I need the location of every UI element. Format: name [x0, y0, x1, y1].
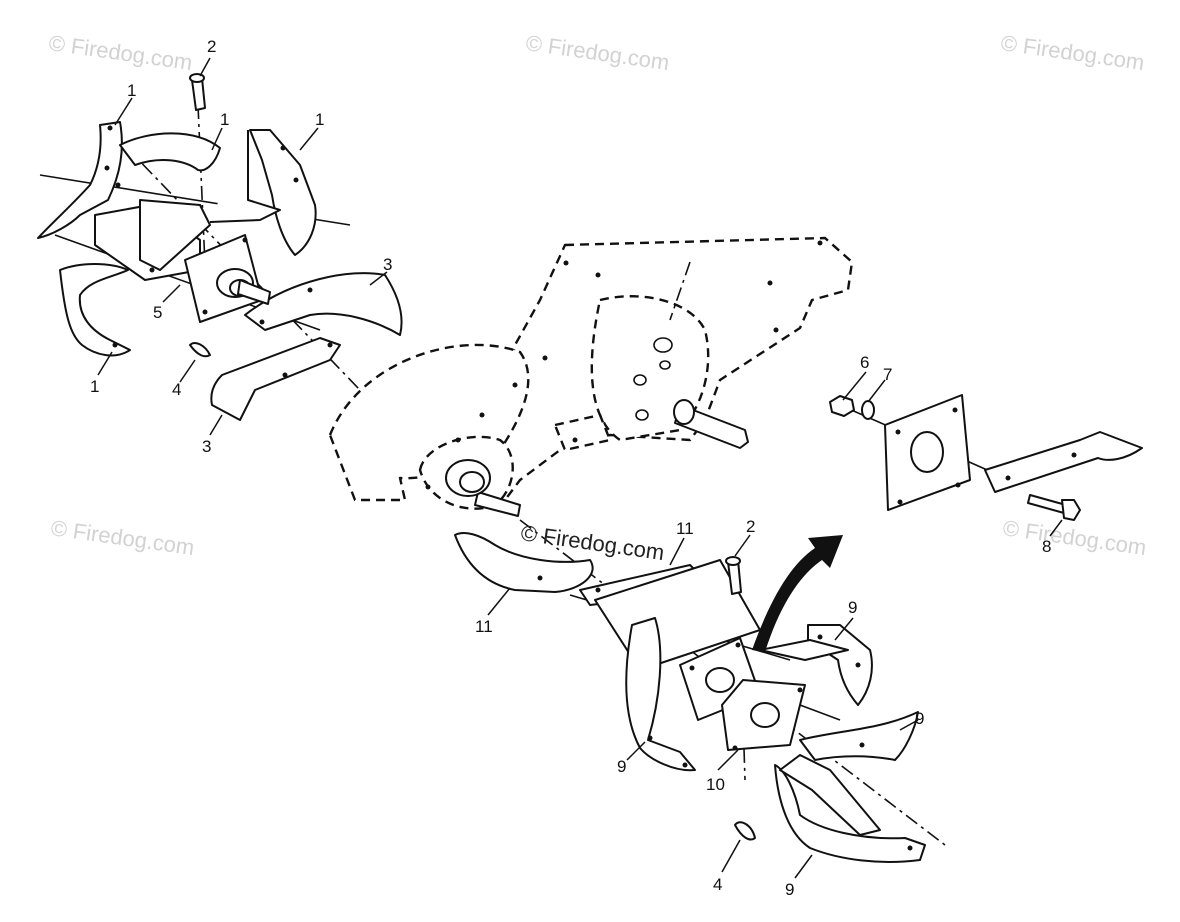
- callout-4-left: 4: [172, 380, 181, 399]
- lower-tine-9-bottom: [774, 764, 926, 863]
- watermark-mid-right: © Firedog.com: [1001, 515, 1148, 560]
- lock-washer: [861, 400, 875, 420]
- rotation-arrow-icon: [752, 535, 843, 652]
- callout-2-left: 2: [207, 37, 216, 56]
- left-tine-right-1: [249, 129, 317, 256]
- hex-bolt: [1027, 494, 1067, 514]
- callout-8: 8: [1042, 537, 1051, 556]
- hairpin-clip-lower: [734, 821, 756, 841]
- watermark-top-center: © Firedog.com: [524, 30, 671, 75]
- callout-1-a: 1: [127, 81, 136, 100]
- callout-7: 7: [883, 365, 892, 384]
- hex-nut: [829, 395, 855, 417]
- watermark-center: © Firedog.com: [519, 520, 666, 565]
- watermark-top-right: © Firedog.com: [999, 30, 1146, 75]
- lower-right-tine-assembly: [454, 519, 946, 863]
- callout-9-a: 9: [848, 598, 857, 617]
- callout-1-b: 1: [220, 110, 229, 129]
- callout-6: 6: [860, 353, 869, 372]
- left-tine-assembly: [37, 73, 403, 421]
- callout-9-b: 9: [915, 709, 924, 728]
- callout-numbers: 2 1 1 1 3 5 4 1 3 6 7 8 11 2 11 9 9 9 10…: [90, 37, 1051, 899]
- watermark-mid-left: © Firedog.com: [49, 515, 196, 560]
- lower-tine-9-left: [625, 617, 696, 772]
- right-tine-blade: [984, 431, 1143, 493]
- left-tine-upper-curved: [119, 132, 221, 172]
- left-tine-upper-back: [37, 121, 123, 239]
- callout-leaders: [97, 57, 1063, 879]
- left-tine-lower: [59, 263, 131, 357]
- callout-4-lower: 4: [713, 875, 722, 894]
- left-tine-3-upper: [244, 272, 403, 336]
- lower-tine-11-upper: [454, 532, 594, 593]
- watermark-top-left: © Firedog.com: [47, 30, 194, 75]
- callout-3-b: 3: [202, 437, 211, 456]
- left-tine-3-lower: [210, 337, 341, 421]
- gearbox-housing: [328, 236, 854, 517]
- right-side-hardware: [829, 394, 1143, 521]
- callout-1-d: 1: [90, 377, 99, 396]
- callout-10: 10: [706, 775, 725, 794]
- callout-1-c: 1: [315, 110, 324, 129]
- lower-tine-9-mid-right: [799, 711, 919, 761]
- callout-5: 5: [153, 303, 162, 322]
- callout-11-b: 11: [475, 617, 493, 636]
- hairpin-clip-left: [189, 342, 211, 358]
- callout-2-lower: 2: [746, 517, 755, 536]
- callout-9-d: 9: [785, 880, 794, 899]
- callout-9-c: 9: [617, 757, 626, 776]
- callout-11-a: 11: [676, 519, 694, 538]
- callout-3-a: 3: [383, 255, 392, 274]
